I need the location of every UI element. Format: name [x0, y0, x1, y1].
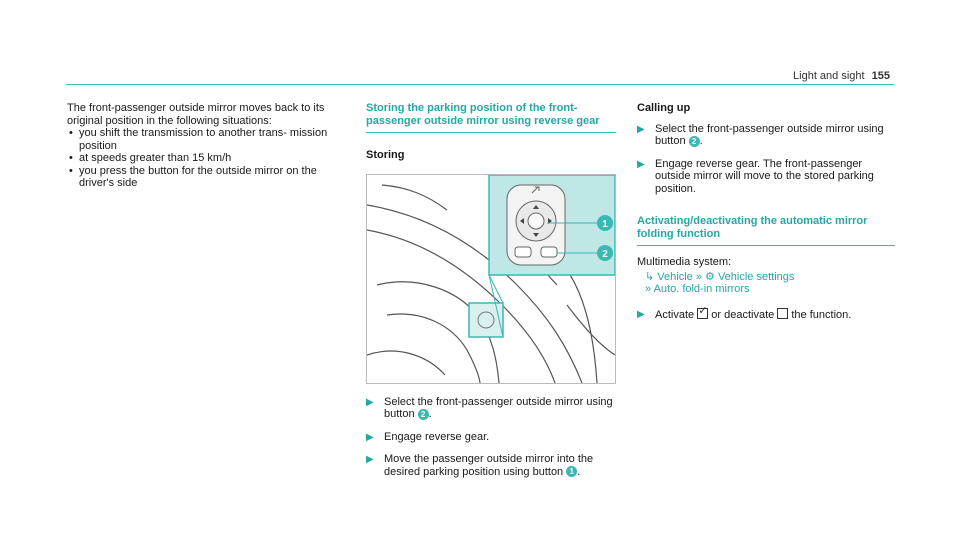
section-heading: Storing the parking position of the fron… [366, 102, 616, 133]
arrow-icon: ▶ [637, 123, 645, 135]
bullet-item: at speeds greater than 15 km/h [67, 152, 347, 165]
column-1: The front-passenger outside mirror moves… [67, 102, 347, 190]
arrow-icon: ▶ [366, 431, 374, 443]
callout-2-label: 2 [602, 249, 608, 260]
step-item: ▶ Move the passenger outside mirror into… [366, 453, 594, 478]
button-number-badge: 1 [566, 466, 578, 478]
menu-path: ↳ Vehicle » ⚙ Vehicle settings [637, 271, 895, 284]
car-settings-icon: ⚙ [705, 270, 715, 283]
enter-arrow-icon: ↳ [645, 270, 655, 283]
column-3: Calling up ▶ Select the front-passenger … [637, 102, 895, 321]
intro-text: The front-passenger outside mirror moves… [67, 102, 325, 127]
bullet-item: you press the button for the outside mir… [67, 165, 347, 190]
step-item: ▶ Select the front-passenger outside mir… [366, 395, 613, 421]
mirror-switch-figure: 1 2 [366, 173, 616, 384]
unchecked-checkbox-icon [777, 307, 789, 319]
arrow-icon: ▶ [637, 158, 645, 170]
menu-path-line-2: » Auto. fold-in mirrors [637, 283, 895, 296]
double-chevron-icon: » [695, 270, 702, 283]
calling-up-heading: Calling up [637, 102, 691, 114]
header-section: Light and sight [793, 70, 865, 82]
switch-highlight-box [468, 301, 504, 338]
page-header: Light and sight 155 [793, 70, 890, 82]
section-heading-auto-fold: Activating/deactivating the automatic mi… [637, 215, 895, 246]
menu-path-auto-fold: Auto. fold-in mirrors [653, 283, 750, 295]
callout-2 [597, 244, 613, 261]
arrow-icon: ▶ [366, 396, 374, 408]
double-chevron-icon: » [645, 283, 652, 295]
step-item: ▶ Select the front-passenger outside mir… [637, 122, 884, 148]
button-number-badge: 2 [417, 408, 429, 420]
column-2: Storing the parking position of the fron… [366, 102, 616, 478]
step-item: ▶ Engage reverse gear. [366, 430, 490, 443]
step-item: ▶ Activate or deactivate the function. [637, 305, 895, 322]
arrow-icon: ▶ [637, 308, 645, 320]
step-item: ▶ Engage reverse gear. The front-passeng… [637, 157, 874, 195]
bullet-item: you shift the transmission to another tr… [67, 127, 347, 152]
subheading-storing: Storing [366, 149, 405, 161]
callout-1-label: 1 [602, 219, 608, 230]
header-rule [66, 84, 894, 85]
button-number-badge: 2 [688, 135, 700, 147]
menu-path-vehicle: Vehicle [657, 270, 693, 283]
arrow-icon: ▶ [366, 454, 374, 465]
menu-path-vehicle-settings: Vehicle settings [717, 270, 795, 283]
door-panel-illustration: 1 2 [366, 173, 616, 383]
multimedia-label: Multimedia system: [637, 256, 732, 268]
page-number: 155 [871, 70, 890, 82]
callout-1 [597, 214, 613, 231]
checked-checkbox-icon [697, 305, 709, 319]
